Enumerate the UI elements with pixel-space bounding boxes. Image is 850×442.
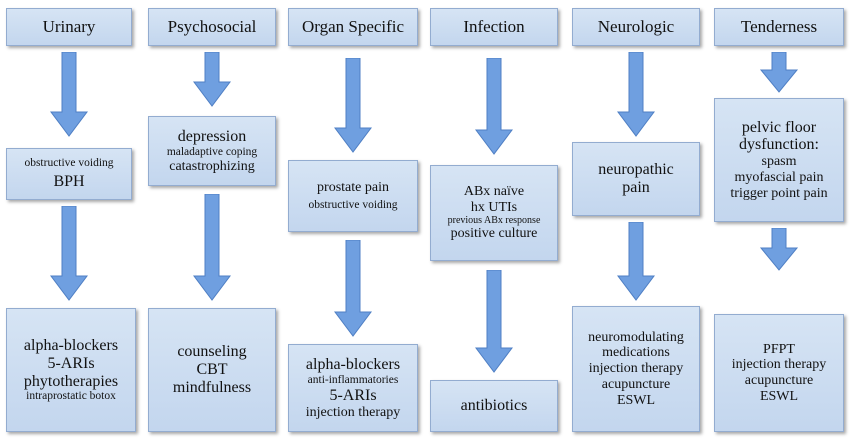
bottom-line: anti-inflammatories: [307, 373, 399, 386]
middle-line: pelvic floor: [741, 118, 817, 136]
middle-line: ABx naïve: [463, 183, 525, 199]
header-infection: Infection: [430, 8, 558, 46]
middle-line: myofascial pain: [734, 170, 824, 186]
middle-line: dysfunction:: [739, 136, 819, 154]
down-arrow-icon: [475, 270, 513, 373]
down-arrow-icon: [617, 222, 655, 301]
middle-line: obstructive voiding: [24, 157, 114, 170]
bottom-line: phytotherapies: [23, 372, 119, 390]
down-arrow-icon: [193, 194, 231, 301]
middle-line: BPH: [53, 172, 85, 190]
down-arrow-icon: [475, 58, 513, 155]
middle-box-infection: ABx naïve hx UTIs previous ABx response …: [430, 165, 558, 261]
bottom-line: antibiotics: [460, 397, 528, 415]
down-arrow-icon: [617, 52, 655, 137]
bottom-line: CBT: [196, 361, 228, 379]
header-label: Neurologic: [597, 17, 675, 37]
middle-line: obstructive voiding: [308, 198, 398, 211]
header-tenderness: Tenderness: [714, 8, 844, 46]
middle-line: previous ABx response: [447, 215, 541, 227]
bottom-box-psychosocial: counseling CBT mindfulness: [148, 308, 276, 432]
bottom-box-urinary: alpha-blockers 5-ARIs phytotherapies int…: [6, 308, 136, 432]
bottom-line: medications: [602, 345, 670, 361]
bottom-line: ESWL: [616, 392, 656, 408]
bottom-line: neuromodulating: [588, 329, 684, 345]
down-arrow-icon: [50, 206, 88, 301]
bottom-line: acupuncture: [744, 373, 814, 388]
bottom-box-infection: antibiotics: [430, 380, 558, 432]
bottom-line: acupuncture: [601, 376, 671, 392]
header-label: Organ Specific: [301, 17, 405, 37]
middle-box-neurologic: neuropathic pain: [572, 142, 700, 216]
middle-line: neuropathic: [598, 161, 674, 179]
bottom-line: PFPT: [763, 341, 795, 357]
bottom-line: 5-ARIs: [329, 386, 377, 404]
middle-line: trigger point pain: [730, 185, 828, 201]
bottom-line: alpha-blockers: [23, 336, 119, 354]
middle-line: prostate pain: [317, 180, 389, 196]
bottom-line: 5-ARIs: [47, 354, 95, 372]
header-label: Infection: [463, 17, 525, 37]
middle-line: maladaptive coping: [166, 145, 258, 158]
bottom-line: alpha-blockers: [305, 355, 401, 373]
middle-box-psychosocial: depression maladaptive coping catastroph…: [148, 116, 276, 186]
down-arrow-icon: [759, 228, 799, 271]
header-neurologic: Neurologic: [572, 8, 700, 46]
middle-line: depression: [177, 127, 247, 145]
bottom-line: counseling: [177, 343, 247, 361]
bottom-line: mindfulness: [172, 378, 252, 396]
down-arrow-icon: [334, 58, 372, 153]
middle-line: hx UTIs: [470, 199, 518, 215]
bottom-line: injection therapy: [305, 404, 401, 420]
bottom-line: ESWL: [759, 388, 799, 404]
middle-box-tenderness: pelvic floor dysfunction: spasm myofasci…: [714, 98, 844, 222]
middle-line: spasm: [761, 154, 797, 170]
header-organ-specific: Organ Specific: [288, 8, 418, 46]
header-urinary: Urinary: [6, 8, 132, 46]
header-label: Psychosocial: [167, 17, 257, 37]
down-arrow-icon: [334, 240, 372, 337]
bottom-line: injection therapy: [588, 361, 684, 377]
middle-box-organ-specific: prostate pain obstructive voiding: [288, 160, 418, 232]
bottom-box-organ-specific: alpha-blockers anti-inflammatories 5-ARI…: [288, 344, 418, 432]
middle-line: catastrophizing: [169, 158, 255, 174]
bottom-line: injection therapy: [731, 357, 827, 373]
header-label: Tenderness: [740, 17, 818, 37]
down-arrow-icon: [759, 52, 799, 93]
down-arrow-icon: [50, 52, 88, 137]
middle-line: pain: [622, 179, 650, 196]
down-arrow-icon: [193, 52, 231, 107]
bottom-line: intraprostatic botox: [26, 390, 116, 403]
middle-line: positive culture: [450, 226, 538, 242]
header-label: Urinary: [42, 17, 96, 37]
middle-box-urinary: obstructive voiding BPH: [6, 148, 132, 200]
header-psychosocial: Psychosocial: [148, 8, 276, 46]
bottom-box-neurologic: neuromodulating medications injection th…: [572, 306, 700, 432]
bottom-box-tenderness: PFPT injection therapy acupuncture ESWL: [714, 314, 844, 432]
